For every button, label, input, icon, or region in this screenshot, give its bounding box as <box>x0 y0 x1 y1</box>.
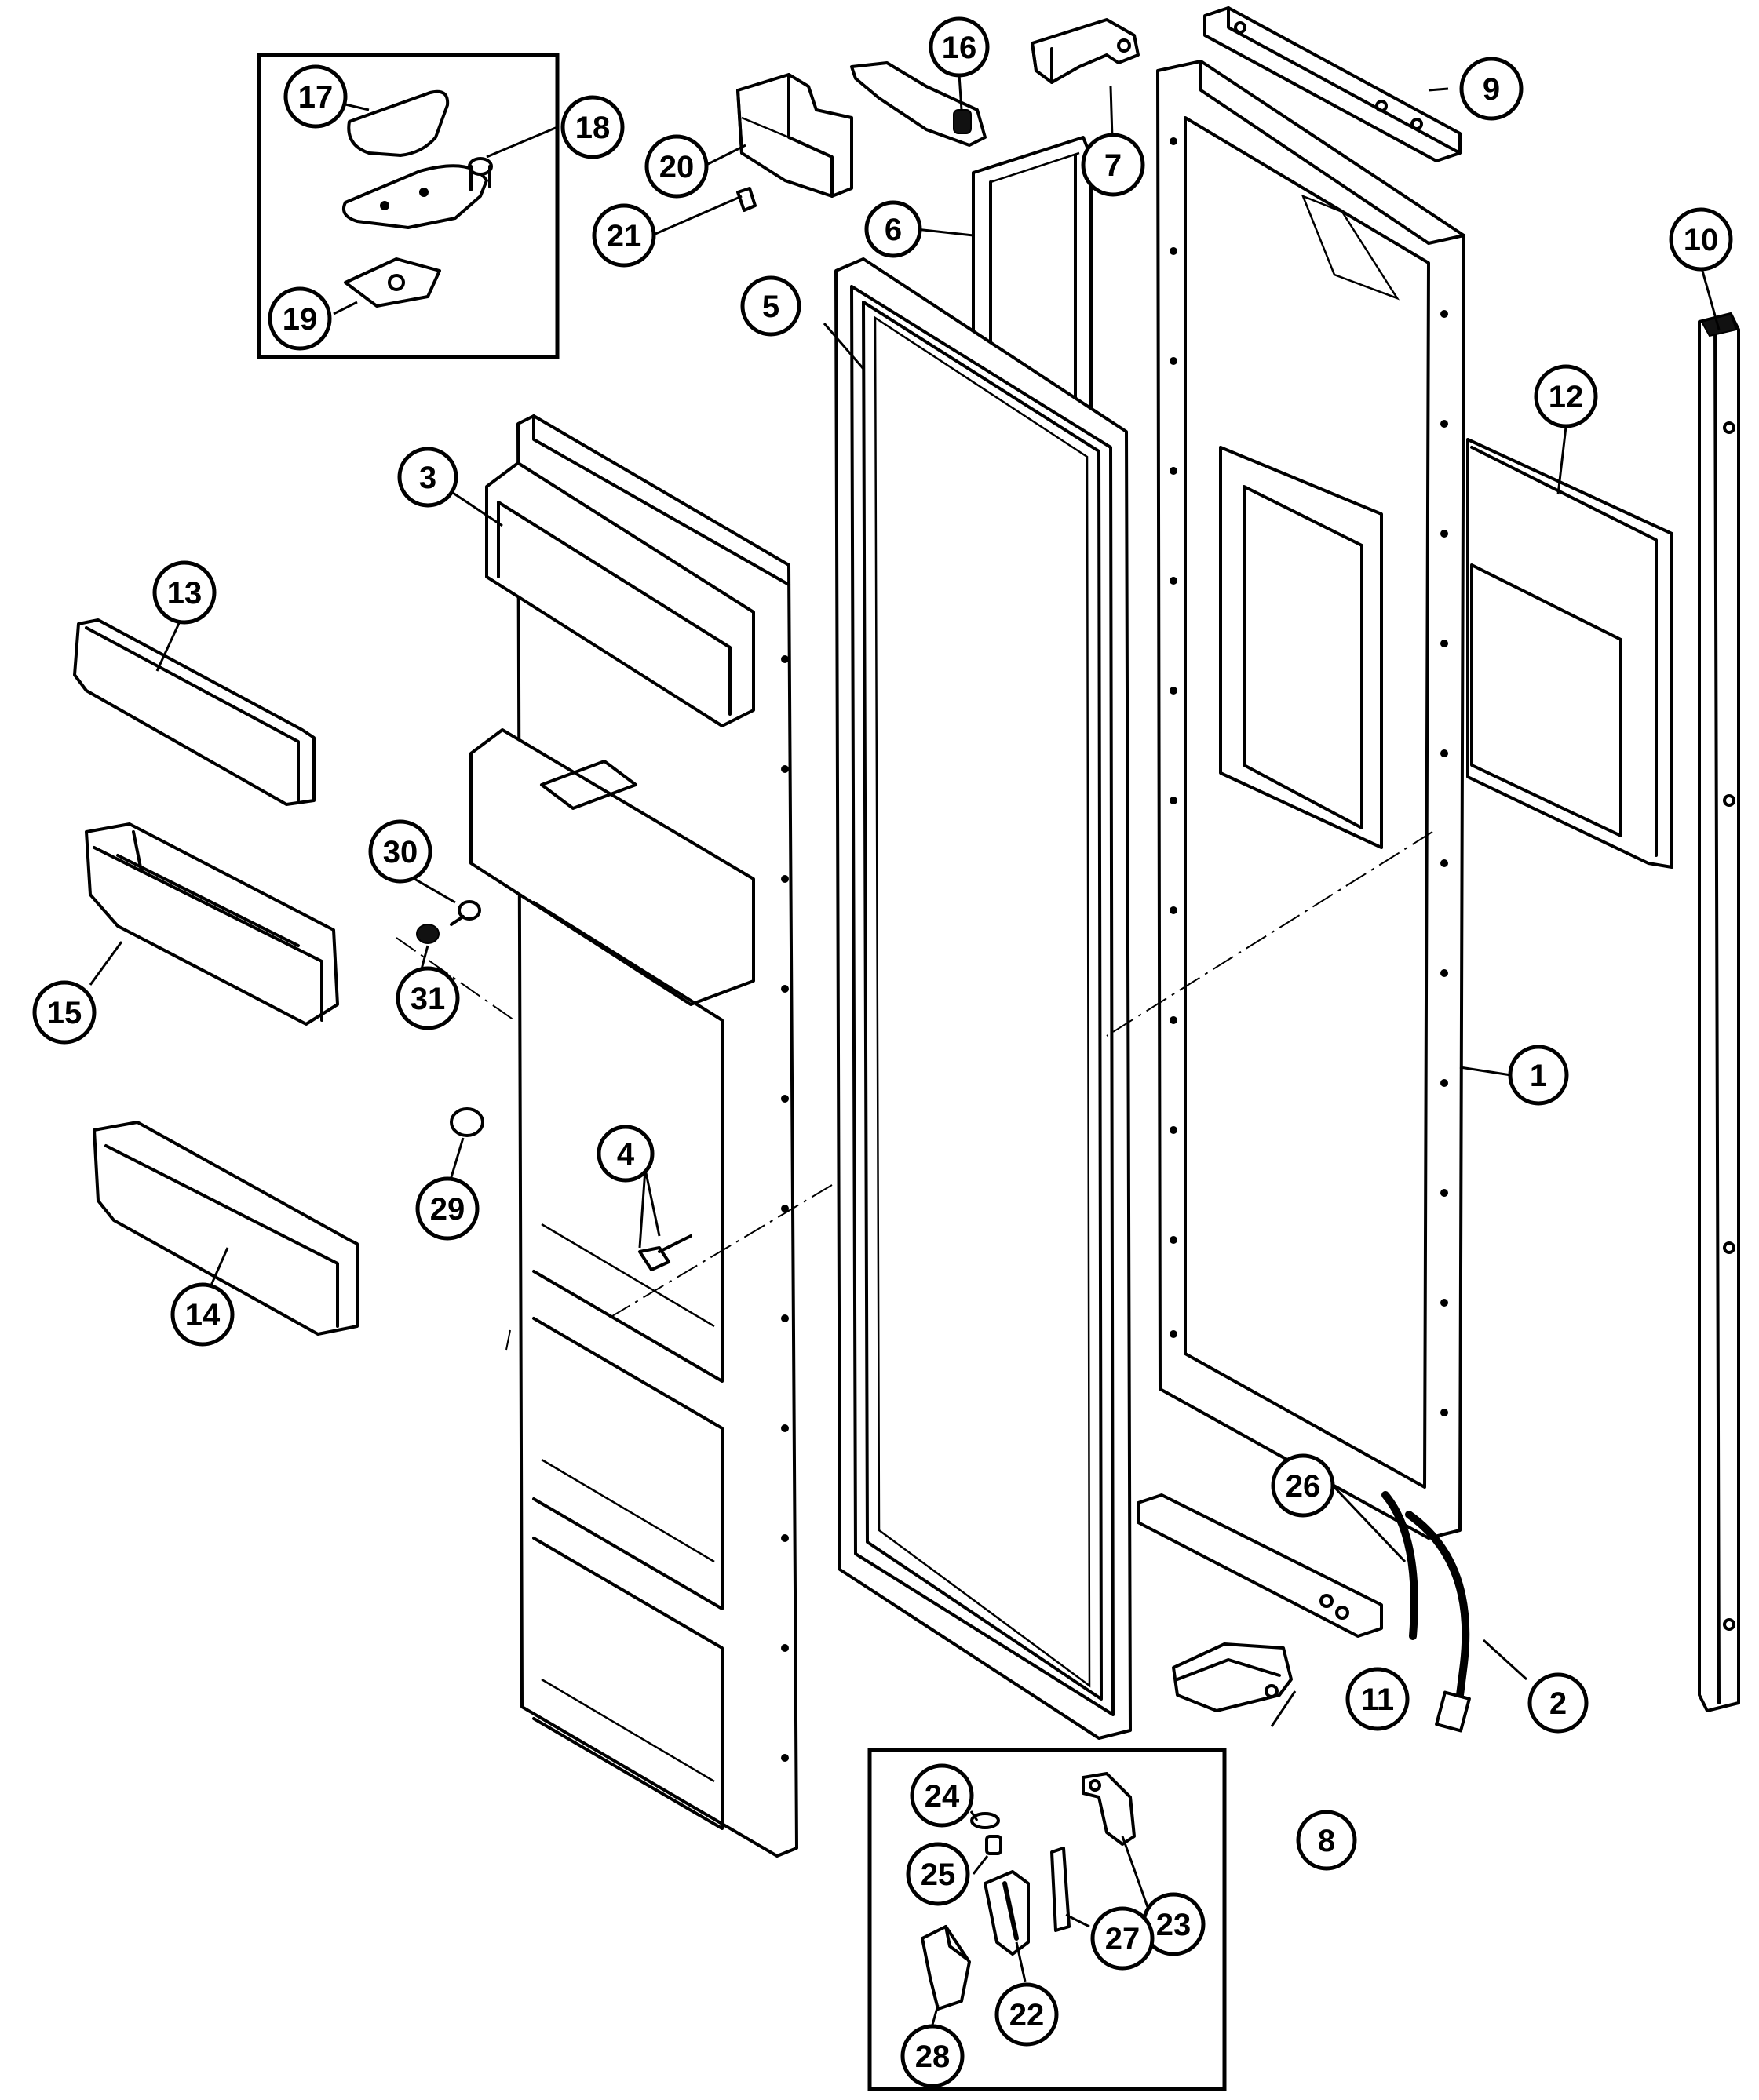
callout-24: 24 <box>910 1763 974 1828</box>
svg-text:15: 15 <box>47 996 82 1030</box>
svg-text:24: 24 <box>925 1779 960 1814</box>
callout-31: 31 <box>396 966 460 1030</box>
part-9-shape <box>1203 6 1462 162</box>
svg-text:7: 7 <box>1104 148 1122 183</box>
svg-text:13: 13 <box>167 576 203 611</box>
part-20-shape <box>736 73 853 198</box>
part-12-shape <box>1466 438 1673 869</box>
part-28-shape <box>921 1925 971 2011</box>
svg-text:10: 10 <box>1684 223 1719 257</box>
callout-20: 20 <box>644 134 709 199</box>
svg-text:27: 27 <box>1105 1922 1140 1956</box>
callout-27: 27 <box>1090 1906 1155 1971</box>
callout-13: 13 <box>152 560 217 625</box>
part-10-shape <box>1698 312 1740 1712</box>
part-17-shape <box>347 89 450 157</box>
part-1-shape <box>1156 60 1465 1540</box>
part-26-shape <box>1381 1491 1418 1640</box>
part-27-shape <box>1050 1847 1071 1932</box>
callout-4: 4 <box>597 1125 655 1183</box>
callout-18: 18 <box>560 95 625 159</box>
callout-21: 21 <box>592 203 656 268</box>
part-13-shape <box>73 618 316 806</box>
callout-8: 8 <box>1296 1810 1357 1871</box>
svg-text:14: 14 <box>185 1298 221 1333</box>
part-4-shape <box>638 1234 692 1271</box>
callout-19: 19 <box>268 286 332 351</box>
callout-25: 25 <box>906 1842 970 1906</box>
inset-box-top-hinge <box>257 53 560 359</box>
svg-text:30: 30 <box>383 835 418 870</box>
callout-11: 11 <box>1345 1667 1410 1731</box>
part-25-shape <box>985 1835 1002 1855</box>
svg-text:3: 3 <box>419 461 436 495</box>
svg-text:5: 5 <box>762 290 779 324</box>
svg-text:11: 11 <box>1361 1683 1394 1717</box>
part-14-shape <box>93 1121 359 1336</box>
part-22-shape <box>984 1870 1030 1956</box>
callout-7: 7 <box>1081 133 1145 197</box>
callout-5: 5 <box>740 275 801 337</box>
callouts: 17 18 19 20 21 16 7 6 9 10 5 12 3 13 15 … <box>32 16 1733 2088</box>
callout-29: 29 <box>415 1176 480 1241</box>
svg-text:12: 12 <box>1549 380 1584 414</box>
callout-28: 28 <box>900 2024 965 2088</box>
part-29-shape <box>450 1107 484 1137</box>
part-21-shape <box>736 187 757 212</box>
part-16-shape <box>850 61 987 147</box>
part-11-shape <box>1137 1493 1383 1638</box>
callout-9: 9 <box>1459 57 1524 121</box>
part-7-shape <box>1031 18 1140 84</box>
part-31-shape <box>416 924 440 944</box>
svg-text:19: 19 <box>283 302 318 337</box>
callout-3: 3 <box>397 447 458 508</box>
callout-16: 16 <box>929 16 990 78</box>
callout-10: 10 <box>1669 207 1733 272</box>
svg-text:6: 6 <box>885 213 902 247</box>
part-8-shape <box>1172 1642 1293 1712</box>
callout-22: 22 <box>994 1982 1059 2047</box>
svg-text:8: 8 <box>1318 1824 1335 1858</box>
svg-text:2: 2 <box>1549 1686 1567 1721</box>
callout-14: 14 <box>170 1282 235 1347</box>
callout-17: 17 <box>283 64 348 129</box>
callout-26: 26 <box>1271 1453 1335 1518</box>
svg-text:21: 21 <box>607 219 642 253</box>
part-30-shape <box>450 900 481 926</box>
svg-text:22: 22 <box>1009 1998 1045 2033</box>
svg-text:31: 31 <box>411 982 446 1016</box>
inset-box-bottom-hinge <box>867 1748 1227 2091</box>
callout-1: 1 <box>1508 1045 1569 1106</box>
svg-text:28: 28 <box>915 2040 951 2074</box>
part-15-shape <box>85 822 339 1026</box>
callout-leaders <box>89 74 1721 2025</box>
callout-12: 12 <box>1534 364 1598 428</box>
svg-text:1: 1 <box>1530 1059 1547 1093</box>
svg-text:17: 17 <box>298 80 334 115</box>
assembly-lines <box>396 831 1433 1351</box>
callout-6: 6 <box>864 200 922 258</box>
callout-30: 30 <box>368 819 432 884</box>
part-3-shape <box>469 414 798 1858</box>
part-2-shape <box>1405 1511 1471 1733</box>
svg-text:20: 20 <box>659 150 695 184</box>
part-5-shape <box>834 257 1132 1740</box>
svg-text:25: 25 <box>921 1858 956 1892</box>
svg-text:9: 9 <box>1483 72 1500 107</box>
svg-text:23: 23 <box>1156 1908 1192 1942</box>
part-23-shape <box>1082 1772 1136 1846</box>
svg-text:26: 26 <box>1286 1469 1321 1504</box>
callout-2: 2 <box>1527 1672 1589 1734</box>
svg-text:18: 18 <box>575 111 611 145</box>
part-19-shape <box>344 257 441 308</box>
part-24-shape <box>970 1812 1000 1829</box>
callout-15: 15 <box>32 980 97 1045</box>
svg-text:16: 16 <box>942 31 977 65</box>
svg-text:4: 4 <box>617 1137 635 1172</box>
part-18-shape <box>341 157 493 229</box>
svg-text:29: 29 <box>430 1192 465 1227</box>
